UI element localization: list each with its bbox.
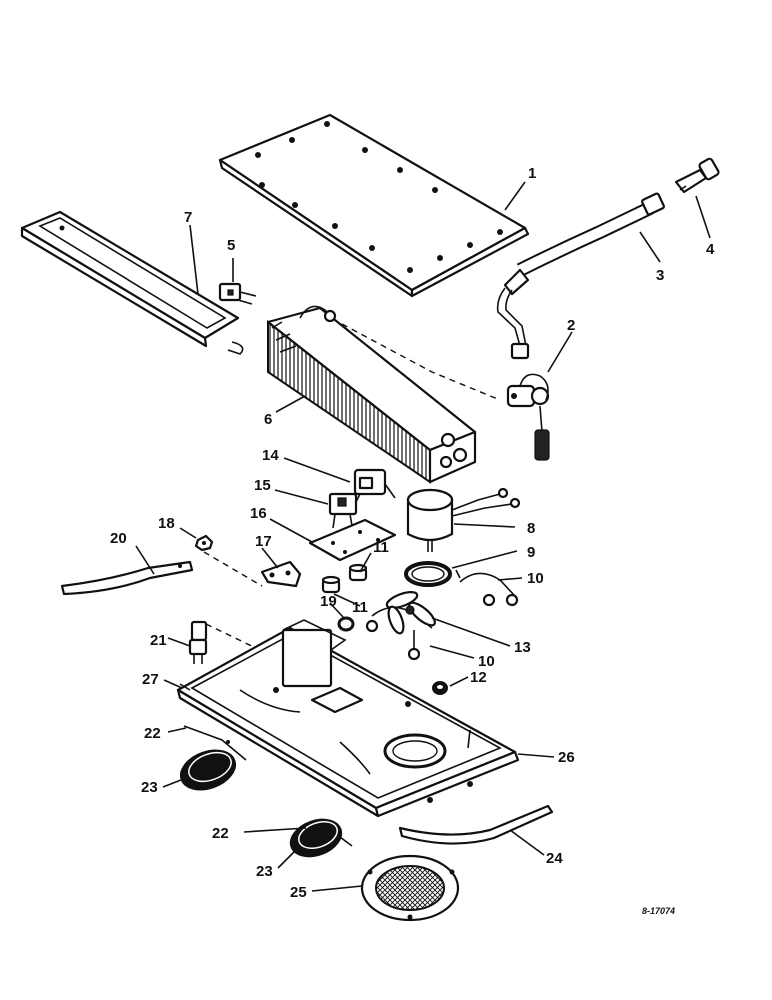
callout-15: 15	[254, 477, 271, 494]
bracket-part-17	[260, 560, 302, 588]
bolt-part-21	[188, 620, 208, 664]
expansion-valve-part-2	[506, 373, 550, 461]
ring-part-9	[404, 561, 452, 587]
callout-13: 13	[514, 639, 531, 656]
callout-10-lower: 10	[478, 653, 495, 670]
evaporator-coil-part-6	[266, 305, 477, 484]
callout-11-lower: 11	[352, 599, 368, 616]
callout-23-lower: 23	[256, 863, 273, 880]
leader-lines	[135, 181, 711, 892]
callout-8: 8	[527, 520, 535, 537]
callout-17: 17	[255, 533, 272, 550]
callout-4: 4	[706, 241, 715, 258]
grille-part-23-lower	[289, 818, 343, 858]
hose-part-3	[496, 192, 665, 360]
side-channel-part-7	[20, 210, 244, 355]
callout-18: 18	[158, 515, 175, 532]
nut-part-18	[194, 534, 214, 552]
callout-21: 21	[150, 632, 167, 649]
callout-22-upper: 22	[144, 725, 161, 742]
callout-12: 12	[470, 669, 487, 686]
trim-strip-part-20	[60, 560, 194, 596]
callout-19: 19	[320, 593, 337, 610]
cover-plate-part-1	[218, 113, 530, 298]
callout-24: 24	[546, 850, 563, 867]
callout-10-upper: 10	[527, 570, 544, 587]
trim-strip-part-24	[398, 804, 554, 845]
plug-part-12	[432, 681, 448, 695]
relay-part-14	[353, 468, 396, 503]
callout-14: 14	[262, 447, 279, 464]
fitting-part-4	[674, 157, 720, 194]
clip-part-5	[218, 282, 257, 305]
bracket-part-10-upper	[455, 569, 519, 607]
round-grille-part-25	[360, 854, 460, 922]
callout-3: 3	[656, 267, 664, 284]
callout-5: 5	[227, 237, 235, 254]
rod-part-22-upper	[183, 725, 247, 761]
callout-11-right: 11	[373, 539, 389, 556]
fan-blade-part-13	[385, 591, 436, 635]
knob-part-11-lower	[321, 575, 341, 594]
edge-strip-part-27	[179, 683, 191, 691]
callout-20: 20	[110, 530, 127, 547]
grommet-part-19	[337, 616, 355, 632]
callout-25: 25	[290, 884, 307, 901]
callout-6: 6	[264, 411, 272, 428]
blower-motor-part-8	[406, 487, 521, 552]
callout-22-lower: 22	[212, 825, 229, 842]
grille-part-23-upper	[179, 749, 237, 791]
callout-23-upper: 23	[141, 779, 158, 796]
callout-27: 27	[142, 671, 159, 688]
callout-2: 2	[567, 317, 575, 334]
callout-1: 1	[528, 165, 536, 182]
mounting-plate-part-16	[308, 518, 397, 562]
callout-labels: 1 2 3 4 5 6 7 8 9 10 10 11 11 12 13 14 1…	[110, 165, 715, 901]
housing-part-26	[176, 619, 520, 818]
callout-7: 7	[184, 209, 192, 226]
switch-part-15	[328, 492, 358, 529]
callout-9: 9	[527, 544, 535, 561]
callout-26: 26	[558, 749, 575, 766]
drawing-reference-number: 8-17074	[642, 906, 675, 916]
knob-part-11-right	[348, 563, 368, 582]
callout-16: 16	[250, 505, 267, 522]
